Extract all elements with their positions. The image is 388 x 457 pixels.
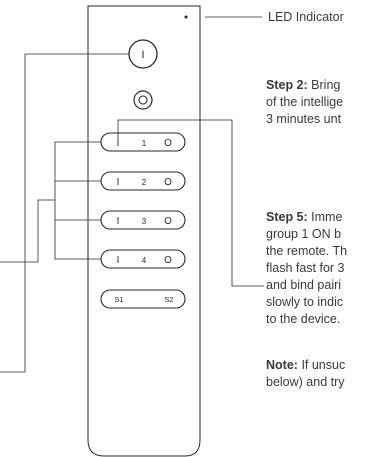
group-bracket-leader bbox=[54, 141, 101, 260]
group-3-number: 3 bbox=[142, 217, 147, 226]
group-1-step5-leader bbox=[117, 119, 264, 287]
group-4-on: I bbox=[117, 255, 120, 266]
scene-button[interactable] bbox=[100, 289, 186, 309]
step-5-line-1: Step 5: Imme bbox=[266, 209, 342, 226]
step-2-heading: Step 2: bbox=[266, 78, 308, 92]
small-round-button[interactable] bbox=[133, 90, 153, 110]
step-5-text-3: the remote. Th bbox=[266, 244, 348, 258]
step-5-text-1: Imme bbox=[311, 210, 343, 224]
remote-body bbox=[87, 5, 201, 457]
step-5-heading: Step 5: bbox=[266, 210, 308, 224]
step-2-text-1: Bring bbox=[311, 78, 341, 92]
group-4-number: 4 bbox=[142, 256, 147, 265]
step-5-text-5: and bind pairi bbox=[266, 278, 342, 292]
scene-2-label: S2 bbox=[164, 295, 173, 304]
group-2-number: 2 bbox=[142, 178, 147, 187]
group-bracket-to-edge bbox=[0, 199, 55, 263]
led-indicator-label: LED Indicator bbox=[268, 10, 344, 24]
note-line-1: Note: If unsuc bbox=[266, 357, 345, 374]
group-2-on: I bbox=[117, 177, 120, 188]
power-button-label: I bbox=[141, 49, 144, 61]
group-2-off: O bbox=[164, 177, 172, 188]
note-text-1: If unsuc bbox=[301, 358, 346, 372]
step-2-line-1: Step 2: Bring bbox=[266, 77, 340, 94]
group-1-off: O bbox=[164, 138, 172, 149]
note-heading: Note: bbox=[266, 358, 298, 372]
step-5-text-7: to the device. bbox=[266, 312, 341, 326]
scene-1-label: S1 bbox=[114, 295, 123, 304]
step-5-text-2: group 1 ON b bbox=[266, 227, 342, 241]
group-3-on: I bbox=[117, 216, 120, 227]
group-4-off: O bbox=[164, 255, 172, 266]
small-round-button-inner bbox=[138, 95, 148, 105]
group-3-off: O bbox=[164, 216, 172, 227]
step-2-text-2: of the intellige bbox=[266, 95, 344, 109]
group-1-on: I bbox=[117, 138, 120, 149]
power-button-leader bbox=[0, 53, 129, 373]
led-indicator-dot bbox=[184, 15, 188, 19]
note-text-2: below) and try bbox=[266, 375, 345, 389]
step-5-text-4: flash fast for 3 bbox=[266, 261, 345, 275]
step-2-text-3: 3 minutes unt bbox=[266, 112, 342, 126]
group-1-number: 1 bbox=[142, 139, 147, 148]
step-5-text-6: slowly to indic bbox=[266, 295, 344, 309]
